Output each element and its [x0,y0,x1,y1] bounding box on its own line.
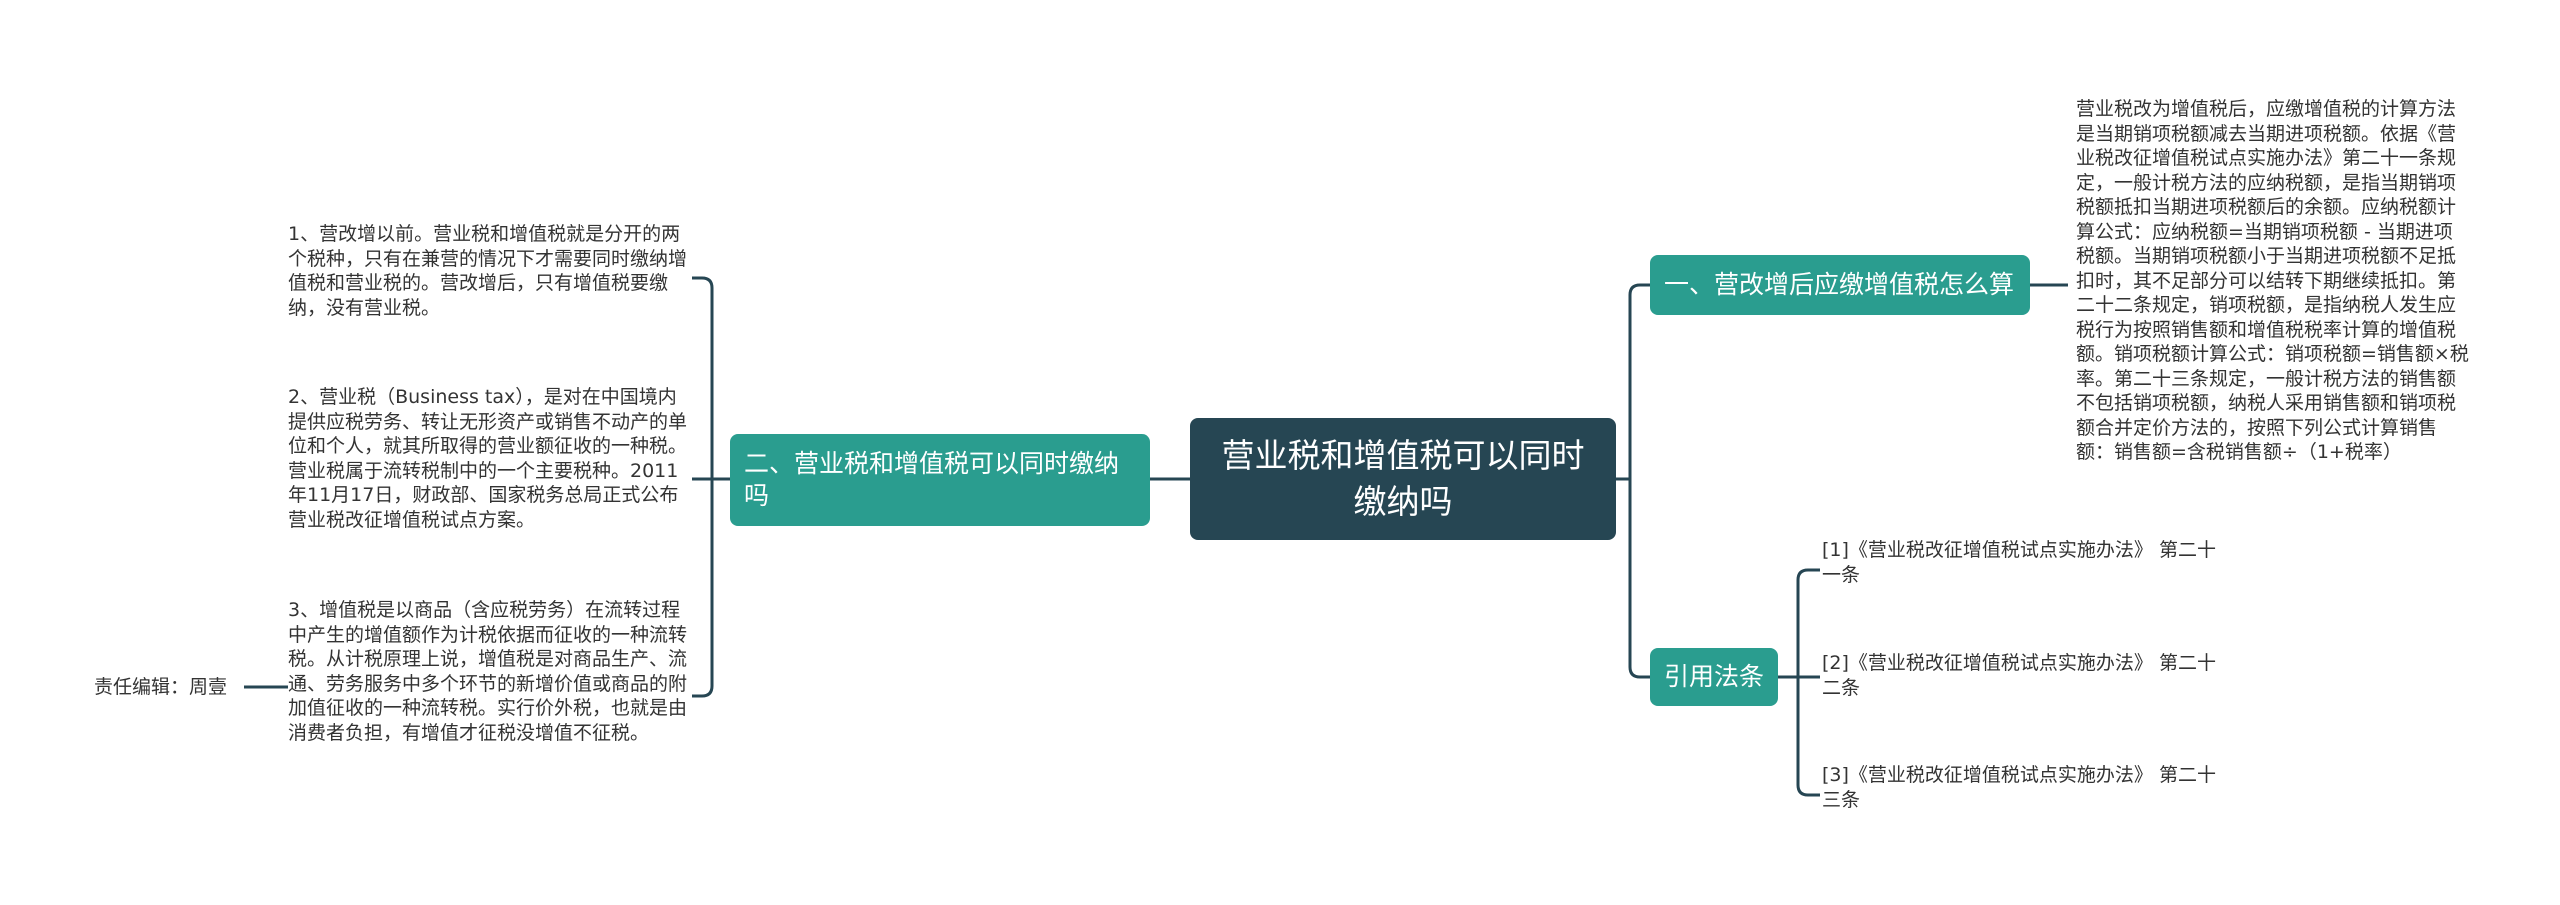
root-topic-label: 营业税和增值税可以同时缴纳吗 [1221,436,1585,521]
branch-can-pay-both-label: 二、营业税和增值税可以同时缴纳吗 [744,449,1120,510]
leaf-before-reform: 1、营改增以前。营业税和增值税就是分开的两个税种，只有在兼营的情况下才需要同时缴… [288,223,688,319]
reference-item-2: [2]《营业税改征增值税试点实施办法》 第二十二条 [1822,652,2216,699]
editor-credit: 责任编辑：周壹 [94,676,228,698]
connector-branch2-to-refs [1778,568,1820,797]
branch-vat-calculation[interactable]: 一、营改增后应缴增值税怎么算 [1650,255,2030,315]
branch-vat-calculation-label: 一、营改增后应缴增值税怎么算 [1664,270,2015,299]
root-topic[interactable]: 营业税和增值税可以同时缴纳吗 [1190,418,1616,540]
connector-left-branch-to-leaves [692,276,730,698]
reference-item-1: [1]《营业税改征增值税试点实施办法》 第二十一条 [1822,539,2216,586]
reference-item-3: [3]《营业税改征增值税试点实施办法》 第二十三条 [1822,764,2216,811]
connector-root-to-right-branches [1616,283,1650,679]
branch-cited-laws-label: 引用法条 [1664,662,1765,691]
branch-cited-laws[interactable]: 引用法条 [1650,648,1778,706]
branch-can-pay-both[interactable]: 二、营业税和增值税可以同时缴纳吗 [730,434,1150,526]
leaf-business-tax-definition: 2、营业税（Business tax），是对在中国境内提供应税劳务、转让无形资产… [288,386,688,531]
leaf-vat-calculation-text: 营业税改为增值税后，应缴增值税的计算方法是当期销项税额减去当期进项税额。依据《营… [2076,98,2469,463]
leaf-vat-definition: 3、增值税是以商品（含应税劳务）在流转过程中产生的增值额作为计税依据而征收的一种… [288,599,688,744]
